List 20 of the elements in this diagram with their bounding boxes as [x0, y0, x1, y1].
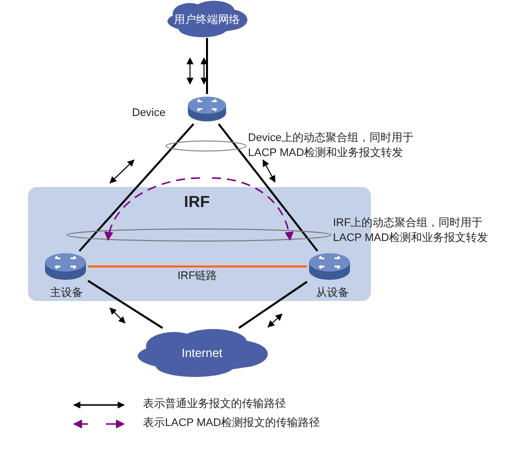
connector-line — [87, 280, 164, 329]
switch-icon — [43, 251, 88, 282]
legend-text: 表示普通业务报文的传输路径 — [143, 397, 286, 412]
connector-line — [218, 123, 318, 252]
connector-line — [238, 280, 308, 329]
device-caption: 主设备 — [50, 286, 83, 301]
device-caption: 从设备 — [316, 286, 349, 301]
switch-icon — [307, 251, 352, 282]
device-caption: Device — [132, 106, 166, 121]
node-label: Internet — [182, 346, 222, 360]
legend-text: 表示LACP MAD检测报文的传输路径 — [143, 416, 320, 431]
connector-line — [206, 38, 208, 94]
edge-label: IRF链路 — [176, 268, 220, 284]
connector-line — [78, 123, 194, 252]
node-label: 用户终端网络 — [174, 12, 240, 26]
group-title: IRF — [184, 195, 210, 210]
switch-icon — [186, 94, 228, 124]
link-line — [88, 266, 307, 268]
annotation-text: IRF上的动态聚合组，同时用于LACP MAD检测和业务报文转发 — [333, 216, 490, 246]
annotation-text: Device上的动态聚合组，同时用于LACP MAD检测和业务报文转发 — [248, 131, 415, 161]
